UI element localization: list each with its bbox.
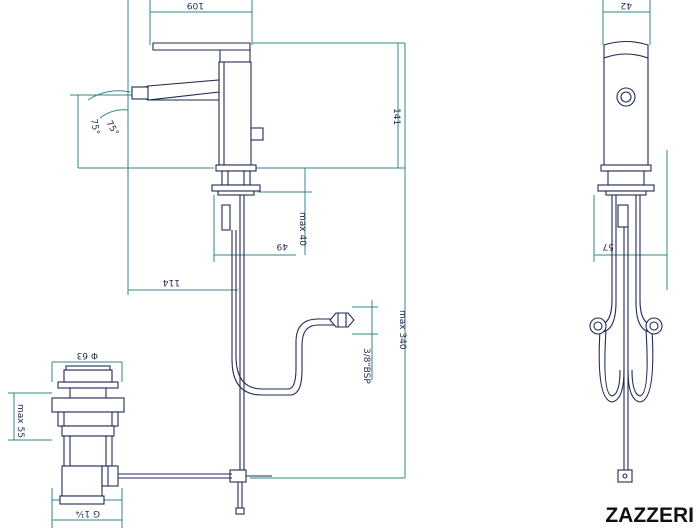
dim-side-57: 57 bbox=[603, 241, 614, 251]
dim-max-40: max 40 bbox=[297, 212, 307, 246]
dim-angle-outer: 75° bbox=[88, 118, 101, 135]
dimension-labels: 109 141 max 340 max 40 49 114 75° 75° 3/… bbox=[15, 0, 632, 518]
front-view-faucet bbox=[118, 42, 355, 515]
dim-drain-thread: G 1¼ bbox=[75, 508, 100, 518]
dim-total-height: max 340 bbox=[397, 310, 407, 350]
dim-drain-max: max 55 bbox=[15, 404, 25, 438]
dim-top-width: 109 bbox=[187, 0, 204, 10]
dim-bsp: 3/8"BSP bbox=[361, 348, 371, 384]
dim-reach-114: 114 bbox=[163, 277, 180, 287]
dim-side-width: 42 bbox=[621, 0, 632, 10]
dim-49: 49 bbox=[276, 241, 288, 251]
brand-logo: ZAZZERI bbox=[605, 504, 694, 527]
front-dimension-lines bbox=[8, 0, 406, 528]
dim-drain-dia: Φ 63 bbox=[77, 350, 98, 360]
drain-assembly bbox=[51, 365, 125, 505]
side-view-faucet bbox=[589, 0, 668, 483]
dim-angle-inner: 75° bbox=[103, 119, 120, 138]
dim-height-141: 141 bbox=[391, 108, 401, 125]
